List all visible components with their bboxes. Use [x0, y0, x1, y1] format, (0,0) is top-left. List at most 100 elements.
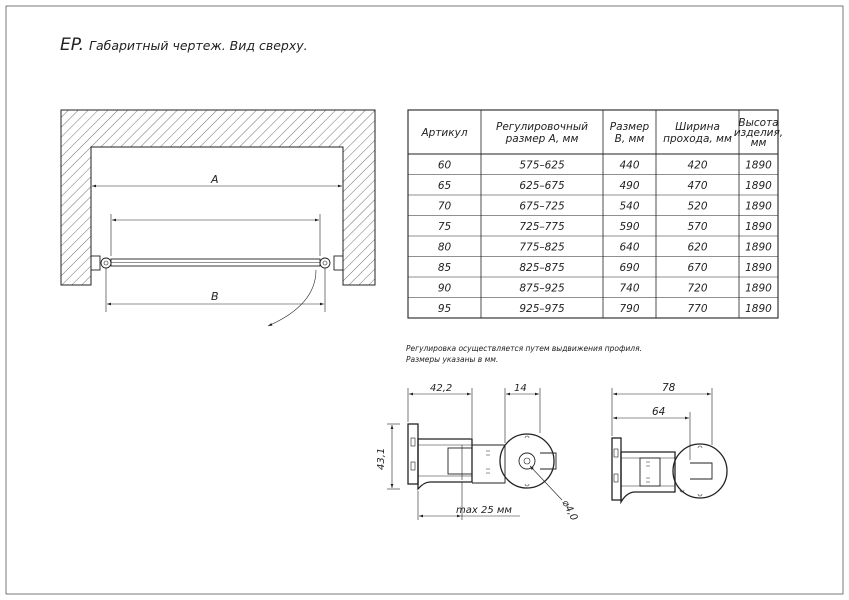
spec-table-cell: 690	[619, 262, 639, 274]
spec-table-header: Высота	[738, 117, 778, 129]
profile-right-screws	[646, 461, 650, 483]
spec-table-cell: 575–625	[519, 159, 565, 171]
spec-table-cell: 925–975	[519, 303, 565, 315]
spec-table-cell: 1890	[745, 180, 772, 192]
wall-profile-left	[90, 255, 101, 271]
spec-table-cell: 85	[438, 262, 452, 274]
profile-right-sliding-part	[639, 457, 661, 487]
spec-table-cell: 75	[438, 221, 452, 233]
spec-table-cell: 1890	[745, 200, 772, 212]
dim-14-label: 14	[514, 383, 527, 394]
profile-left-slot-top	[410, 437, 416, 447]
profile-left-sliding-part	[447, 447, 473, 475]
profile-left-screws	[486, 450, 490, 474]
profile-right-body	[620, 451, 676, 505]
profile-right-slot-top	[613, 448, 619, 458]
spec-table-cell: 740	[619, 282, 639, 294]
spec-table-cell: 640	[619, 241, 639, 253]
spec-table-cell: 825–875	[519, 262, 565, 274]
spec-table-cell: 770	[687, 303, 707, 315]
dim-78-label: 78	[662, 382, 676, 394]
dim-diameter-label: ⌀4,0	[559, 498, 579, 523]
spec-table-cell: 1890	[745, 241, 772, 253]
spec-table-cell: 470	[687, 180, 707, 192]
spec-table-cell: 670	[687, 262, 707, 274]
spec-table-cell: 775–825	[519, 241, 565, 253]
profile-left-body	[417, 438, 473, 491]
sheet-frame	[5, 5, 844, 595]
title-code: EP.	[60, 35, 84, 55]
spec-table-header: Регулировочный	[496, 121, 588, 133]
profile-left-roller-hub	[518, 452, 536, 470]
spec-table-cell: 440	[619, 159, 639, 171]
profile-left-roller-axle	[523, 457, 531, 465]
profile-left-roller-notch	[540, 452, 557, 470]
profile-right-roller	[672, 443, 728, 499]
profile-right-slot-bottom	[613, 473, 619, 483]
profile-left-slot-bottom	[410, 461, 416, 471]
spec-table-cell: 1890	[745, 221, 772, 233]
spec-table-header: прохода, мм	[663, 133, 732, 145]
profile-left-bracket	[472, 444, 506, 484]
profile-left-wall-plate	[407, 423, 419, 485]
spec-table-cell: 720	[687, 282, 707, 294]
roller-right-hub	[322, 260, 328, 266]
spec-table-header: Размер	[610, 121, 650, 133]
dim-a-label: A	[210, 173, 219, 186]
roller-right	[319, 257, 331, 269]
spec-table-cell: 1890	[745, 282, 772, 294]
spec-table-cell: 540	[619, 200, 639, 212]
spec-table-header: Артикул	[420, 127, 467, 139]
spec-table-cell: 875–925	[519, 282, 565, 294]
roller-left	[100, 257, 112, 269]
spec-table-cell: 620	[687, 241, 707, 253]
roller-left-hub	[103, 260, 109, 266]
profile-left-roller-marks	[524, 435, 530, 487]
dim-43-label: 43,1	[376, 448, 387, 470]
plan-view: A B	[60, 109, 376, 327]
spec-table-header: размер А, мм	[505, 133, 579, 145]
spec-table-cell: 790	[619, 303, 639, 315]
spec-table-cell: 80	[438, 241, 452, 253]
profile-left: 42,2 14 43,1 max 25 мм ⌀4,0	[376, 383, 579, 523]
spec-table-cell: 725–775	[519, 221, 565, 233]
spec-table-cell: 420	[687, 159, 707, 171]
spec-table-cell: 90	[438, 282, 452, 294]
opening-direction-arrow	[267, 269, 317, 327]
spec-table-cell: 60	[438, 159, 452, 171]
dim-max-label: max 25 мм	[456, 505, 512, 516]
wall-profile-right	[333, 255, 344, 271]
spec-table-border	[407, 109, 779, 319]
spec-table-cell: 490	[619, 180, 639, 192]
spec-table-cell: 70	[438, 200, 452, 212]
dim-diameter-leader	[529, 465, 563, 501]
spec-table-header: Ширина	[675, 121, 720, 133]
profile-right-roller-marks	[679, 445, 703, 497]
profile-right-roller-notch	[690, 462, 713, 480]
spec-table-header: изделия,	[734, 127, 783, 139]
profile-left-roller	[499, 433, 555, 489]
spec-table-cell: 95	[438, 303, 452, 315]
spec-table-cell: 1890	[745, 262, 772, 274]
dim-42-label: 42,2	[430, 383, 452, 394]
spec-table-header: мм	[751, 137, 767, 149]
profile-right: 78 64	[611, 382, 728, 505]
spec-table-cell: 570	[687, 221, 707, 233]
spec-table-cell: 520	[687, 200, 707, 212]
spec-table-cell: 675–725	[519, 200, 565, 212]
note-adjustment: Регулировка осуществляется путем выдвиже…	[406, 344, 642, 353]
title-text: Габаритный чертеж. Вид сверху.	[89, 38, 308, 53]
spec-table-cell: 625–675	[519, 180, 565, 192]
spec-table-cell: 1890	[745, 159, 772, 171]
profile-right-wall-plate	[611, 437, 622, 501]
dim-64-label: 64	[652, 406, 665, 418]
note-units: Размеры указаны в мм.	[406, 355, 498, 364]
spec-table-cell: 590	[619, 221, 639, 233]
spec-table-cell: 65	[438, 180, 452, 192]
dim-b-label: B	[211, 290, 219, 303]
spec-table-cell: 1890	[745, 303, 772, 315]
spec-table-header: В, мм	[615, 133, 645, 145]
